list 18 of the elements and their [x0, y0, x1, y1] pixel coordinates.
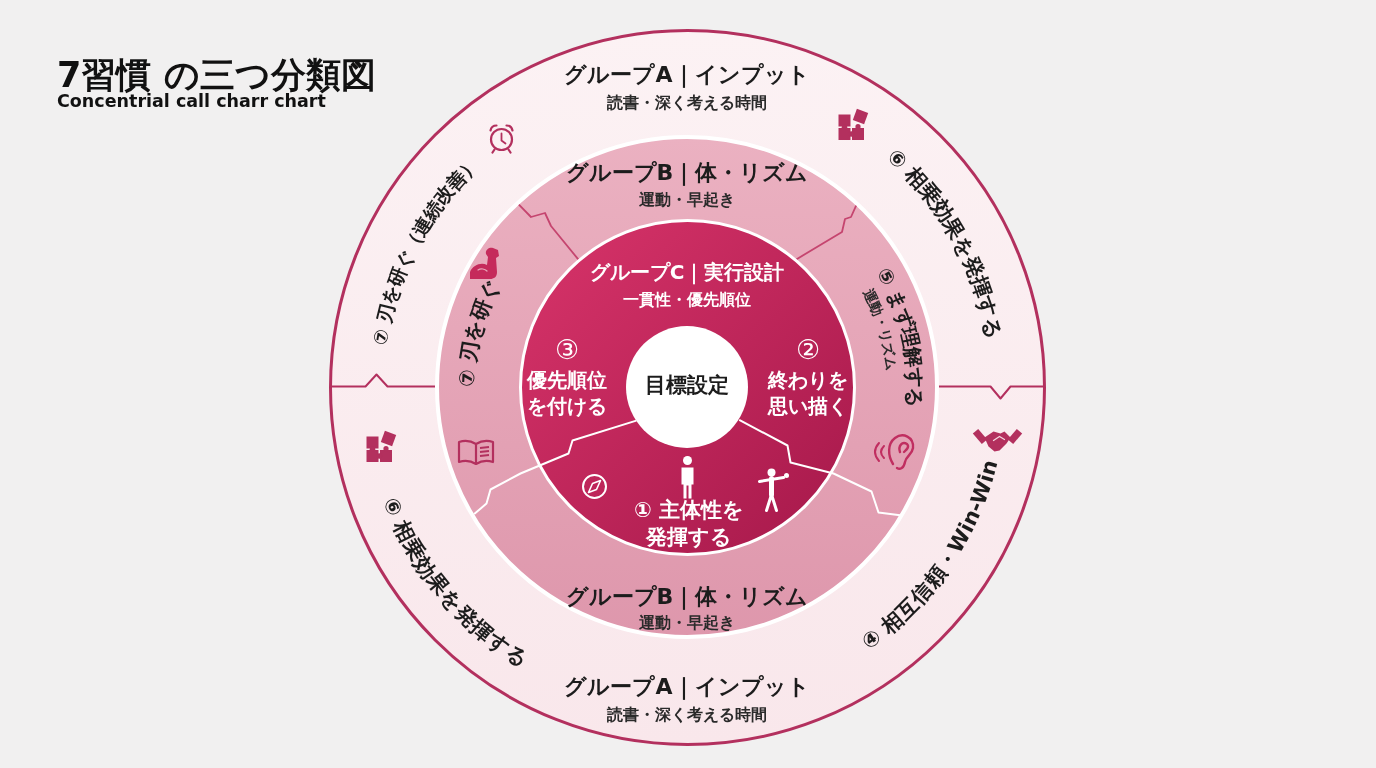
group-heading: グループA｜インプット	[564, 673, 810, 701]
group-subtitle: 運動・早起き	[639, 613, 735, 633]
habit-label: ⑥ 相乗効果を発揮する	[377, 493, 533, 672]
group-heading: グループC｜実行設計	[589, 260, 785, 284]
group-subtitle: 一貫性・優先順位	[623, 290, 751, 310]
group-subtitle: 運動・早起き	[639, 190, 735, 210]
group-subtitle: 読書・深く考える時間	[607, 93, 767, 113]
habit-label: 終わりを思い描く	[766, 367, 849, 419]
center-label: 目標設定	[645, 373, 729, 399]
habit-number: ③	[554, 333, 580, 367]
group-subtitle: 読書・深く考える時間	[607, 705, 767, 725]
group-heading: グループB｜体・リズム	[565, 159, 809, 187]
habit-number: ②	[795, 333, 821, 367]
habit-label: ① 主体性を発揮する	[632, 496, 746, 551]
habit-label: 優先順位を付ける	[526, 367, 608, 419]
center-circle	[626, 326, 748, 448]
group-heading: グループA｜インプット	[564, 61, 810, 89]
group-heading: グループB｜体・リズム	[565, 583, 809, 611]
